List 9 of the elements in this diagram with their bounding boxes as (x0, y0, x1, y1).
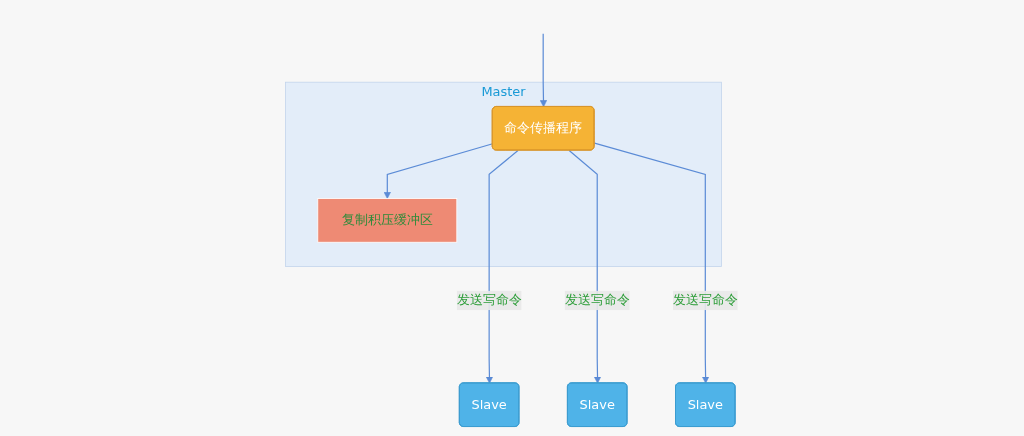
arrow (594, 142, 710, 384)
node-box: 复制积压缓冲区 (317, 198, 458, 243)
edge-label: 发送写命令 (565, 292, 630, 308)
edge-label: 发送写命令 (673, 292, 739, 308)
arrow (569, 149, 602, 384)
arrow (486, 149, 520, 384)
edge-label: 发送写命令 (457, 292, 522, 308)
arrow (540, 33, 548, 108)
arrow (384, 143, 494, 199)
